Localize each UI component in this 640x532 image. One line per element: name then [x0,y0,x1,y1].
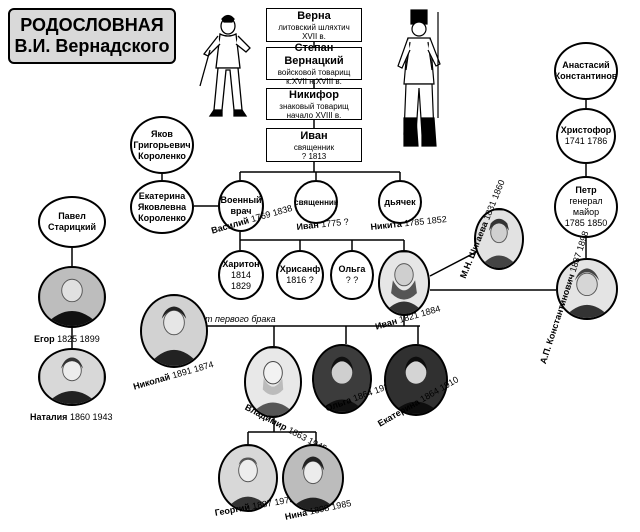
node-khariton: Харитон 1814 1829 [218,250,264,300]
node-text: Ольга [338,264,366,274]
node-text: Харитон [222,258,260,269]
first-marriage-note: от первого брака [200,314,276,324]
node-text: врач [230,206,252,216]
ancestor-desc: литовский шляхтич [278,22,350,32]
node-text: Павел [58,211,86,221]
portrait-photo-icon [314,346,370,412]
diagram-title: РОДОСЛОВНАЯ В.И. Вернадского [8,8,176,64]
photo-nina [282,444,344,512]
node-text: Короленко [138,212,186,223]
node-text: Старицкий [47,222,97,232]
photo-olga [312,344,372,414]
label-name: Егор [34,334,55,344]
node-text: 1741 1786 [564,136,608,146]
node-text: генерал майор [569,196,603,217]
ancestor-name: Степан Вернацкий [284,41,344,67]
ancestor-nikifor: Никифор знаковый товарищ начало XVIII в. [266,88,362,120]
ancestor-ivan: Иван священник ? 1813 [266,128,362,162]
photo-egor-staritsky [38,266,106,328]
portrait-photo-icon [246,348,300,416]
node-pavel-staritsky: Павел Старицкий [38,196,106,248]
ancestor-name: Верна [297,9,331,22]
node-olga-elder: Ольга ? ? [330,250,374,300]
node-text: ? ? [345,275,359,285]
ancestor-verna: Верна литовский шляхтич XVII в. [266,8,362,42]
ancestor-desc: к.XVII н.XVIII в. [286,76,342,86]
title-line-1: РОДОСЛОВНАЯ [20,15,164,35]
portrait-photo-icon [220,446,276,510]
node-text: священник [294,197,338,207]
node-text: Яковлевна [137,201,187,212]
portrait-photo-icon [40,350,104,404]
label-years: 1860 1943 [69,412,113,422]
node-text: 1816 ? [286,275,314,285]
portrait-photo-icon [558,260,616,318]
node-text: Григорьевич [133,139,191,150]
node-khrisanf: Хрисанф 1816 ? [276,250,324,300]
photo-vladimir [244,346,302,418]
photo-natalia [38,348,106,406]
node-yakov-korolenko: Яков Григорьевич Короленко [130,116,194,174]
portrait-photo-icon [142,296,206,366]
ancestor-desc: священник [293,142,335,152]
node-petr: Петр генерал майор 1785 1850 [554,176,618,238]
node-nikita: дьячек [378,180,422,224]
portrait-photo-icon [386,346,446,414]
node-ivan-priest: священник [294,180,338,224]
node-text: Хрисанф [279,264,321,274]
node-ekaterina-korolenko: Екатерина Яковлевна Короленко [130,180,194,234]
ancestor-desc: XVII в. [302,31,326,41]
label-egor: Егор 1825 1899 [34,334,100,344]
photo-nikolay [140,294,208,368]
node-text: 1785 1850 [564,218,608,228]
ancestor-name: Иван [300,129,328,142]
node-anastasiy: Анастасий Константинов [554,42,618,100]
photo-ivan-vernadsky [378,250,430,316]
photo-georgiy [218,444,278,512]
label-years: 1825 1899 [57,334,100,344]
portrait-photo-icon [476,210,522,268]
node-text: дьячек [384,196,416,207]
cossack-figure-icon [199,14,251,117]
portrait-photo-icon [284,446,342,510]
photo-ekaterina [384,344,448,416]
node-text: Константинов [554,71,618,81]
photo-shigaeva [474,208,524,270]
node-text: Петр [575,185,597,195]
node-text: Яков [151,128,173,139]
node-khristofor: Христофор 1741 1786 [556,108,616,164]
node-text: Христофор [560,125,612,135]
ancestor-desc: ? 1813 [301,151,327,161]
ancestor-desc: войсковой товарищ [277,67,351,77]
node-text: Екатерина [138,190,186,201]
portrait-photo-icon [40,268,104,326]
portrait-photo-icon [380,252,428,314]
node-text: 1814 1829 [230,269,252,291]
ancestor-desc: начало XVIII в. [286,110,342,120]
ancestor-stepan: Степан Вернацкий войсковой товарищ к.XVI… [266,42,362,86]
node-text: Короленко [138,150,186,161]
title-line-2: В.И. Вернадского [14,36,170,56]
label-name: Наталия [30,412,68,422]
soldier-figure-icon [397,9,441,147]
ancestor-desc: знаковый товарищ [279,101,349,111]
node-text: Военный [220,195,262,205]
node-vasiliy: Военный врач [218,180,264,232]
photo-konstantinovich [556,258,618,320]
node-text: Анастасий [562,60,610,70]
ancestor-name: Никифор [289,88,339,101]
label-natalia: Наталия 1860 1943 [30,412,112,422]
